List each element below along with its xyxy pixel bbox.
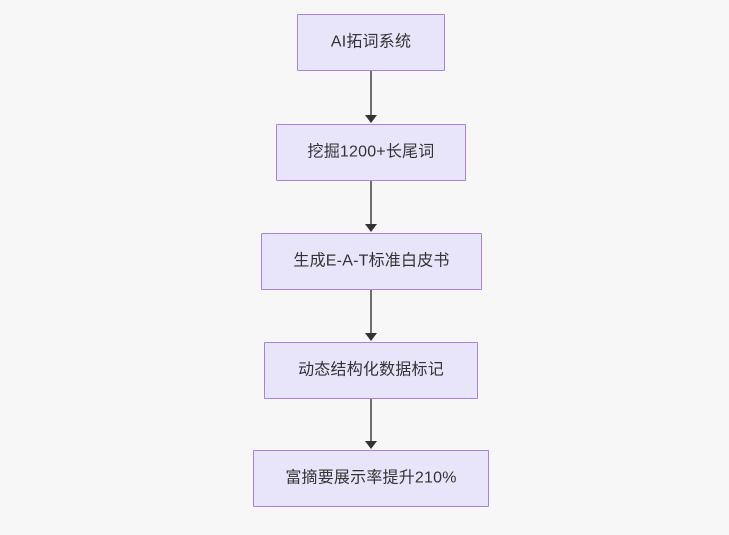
flowchart-node-generate-eat-whitepaper[interactable]: 生成E-A-T标准白皮书 <box>261 233 482 290</box>
node-label: 富摘要展示率提升210% <box>285 469 457 486</box>
flowchart-node-mine-longtail-keywords[interactable]: 挖掘1200+长尾词 <box>276 124 466 181</box>
node-label: 生成E-A-T标准白皮书 <box>293 252 450 269</box>
node-label: 挖掘1200+长尾词 <box>307 143 435 160</box>
node-label: 动态结构化数据标记 <box>298 361 444 378</box>
flowchart-node-dynamic-structured-data-markup[interactable]: 动态结构化数据标记 <box>264 342 478 399</box>
edge-n3-n4 <box>365 290 377 341</box>
edge-n4-n5 <box>365 399 377 449</box>
arrowhead-icon <box>365 224 377 232</box>
flowchart-node-rich-snippet-impression-lift[interactable]: 富摘要展示率提升210% <box>253 450 489 507</box>
arrowhead-icon <box>365 115 377 123</box>
edge-n2-n3 <box>365 181 377 232</box>
node-label: AI拓词系统 <box>330 33 412 50</box>
flowchart-node-ai-keyword-system[interactable]: AI拓词系统 <box>297 14 445 71</box>
arrowhead-icon <box>365 333 377 341</box>
arrowhead-icon <box>365 441 377 449</box>
edge-n1-n2 <box>365 71 377 123</box>
